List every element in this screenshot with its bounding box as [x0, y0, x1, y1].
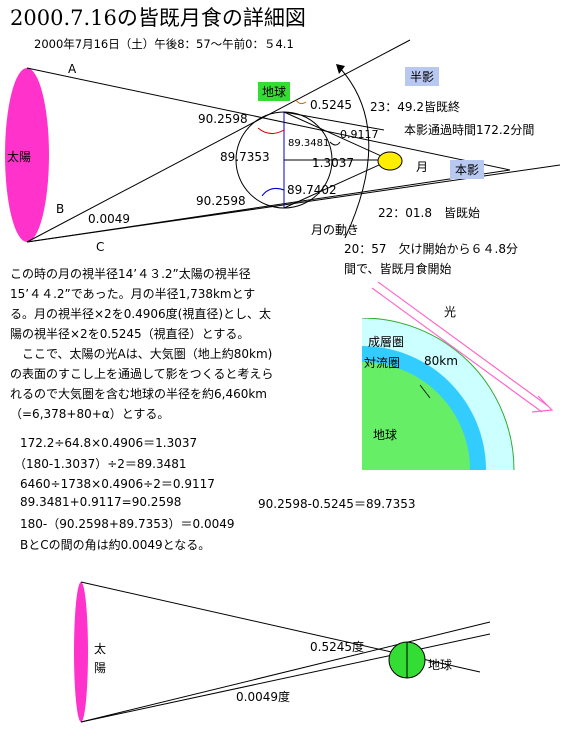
angle-1-3037: 1.3037	[312, 156, 354, 170]
partial-start-text: 20：57 欠け開始から６４.8分	[344, 242, 518, 256]
atm-earth-label: 地球	[373, 428, 398, 442]
calc-line-3: 6460÷1738×0.4906÷2＝0.9117	[20, 477, 215, 491]
troposphere-label: 対流圏	[364, 356, 401, 370]
angle-arc-3	[295, 99, 307, 105]
sun-shape	[5, 68, 49, 242]
angle-0-0049: 0.0049	[88, 212, 130, 226]
angle-89-7353: 89.7353	[220, 150, 270, 164]
sun-label: 太陽	[7, 150, 32, 164]
point-b-label: B	[56, 202, 65, 216]
explanation-line-4: 陽の視半径×2を0.5245（視直径）とする。	[10, 327, 250, 341]
angle-arc-4	[329, 141, 341, 146]
calc-line-1: 172.2÷64.8×0.4906＝1.3037	[20, 436, 198, 450]
height-marker	[419, 384, 431, 399]
stratosphere-label: 成層圏	[368, 335, 405, 349]
calc-line-2: （180-1.3037）÷2＝89.3481	[14, 457, 187, 471]
bottom-sun-shape	[74, 582, 88, 722]
explanation-line-2: 15’４４.2”であった。月の半径1,738kmとす	[10, 287, 256, 301]
explanation-line-5: ここで、太陽の光Aは、大気圏（地上約80km)	[10, 347, 273, 361]
calc-line-4: 89.3481+0.9117=90.2598	[20, 495, 182, 509]
totality-start-text: 22：01.8 皆既始	[378, 206, 480, 220]
partial-start-text-2: 間で、皆既月食開始	[344, 262, 452, 276]
atm-earth-shape	[362, 362, 470, 470]
calc-line-6: BとCの間の角は約0.0049となる。	[20, 538, 211, 552]
explanation-line-6: の表面のすこし上を通過して影をつくると考えら	[10, 367, 274, 381]
point-c-label: C	[96, 240, 105, 254]
light-arrow-line-2	[371, 287, 543, 413]
earth-line-1	[283, 111, 391, 161]
bottom-sun-label-1: 太	[94, 642, 107, 656]
penumbra-label: 半影	[405, 67, 440, 86]
explanation-line-7: れるので大気圏を含む地球の半径を約6,460km	[10, 387, 267, 401]
bottom-sun-label-2: 陽	[94, 661, 107, 675]
bottom-angle-top: 0.5245度	[310, 640, 364, 654]
explanation-line-3: る。月の視半径×2を0.4906度(視直径)とし、太	[10, 307, 272, 321]
moon-motion-arrowhead	[336, 64, 345, 74]
explanation-line-1: この時の月の視半径14’４３.2”太陽の視半径	[10, 267, 251, 281]
point-a-label: A	[68, 62, 77, 76]
ray-a	[26, 67, 511, 171]
page-title: 2000.7.16の皆既月食の詳細図	[10, 6, 306, 30]
explanation-line-8: （=6,378+80+α）とする。	[10, 407, 170, 421]
umbra-label: 本影	[450, 160, 485, 179]
light-arrowhead	[531, 395, 554, 413]
light-arrow-line-1	[377, 281, 549, 407]
calc-right: 90.2598-0.5245＝89.7353	[258, 497, 416, 511]
angle-arc-1	[257, 127, 285, 134]
moon-label: 月	[416, 160, 429, 174]
umbra-transit-text: 本影通過時間172.2分間	[404, 123, 535, 137]
light-label: 光	[444, 305, 457, 319]
moon-motion-arc	[339, 67, 370, 239]
bottom-ray-2	[80, 621, 491, 723]
angle-0-5245: 0.5245	[310, 98, 352, 112]
angle-0-9117: 0.9117	[340, 128, 379, 141]
angle-90-2598-top: 90.2598	[198, 112, 248, 126]
moon-shape	[377, 151, 403, 171]
calc-line-5: 180-（90.2598+89.7353）＝0.0049	[20, 517, 235, 531]
bottom-ray-3	[80, 633, 491, 723]
totality-end-text: 23：49.2皆既終	[370, 100, 460, 114]
angle-89-3481: 89.3481	[288, 138, 330, 149]
atmosphere-diagram	[362, 318, 518, 470]
angle-arc-2	[261, 188, 285, 197]
moon-motion-label: 月の動き	[311, 223, 360, 237]
angle-89-7402: 89.7402	[287, 183, 337, 197]
earth-line-2	[283, 159, 391, 209]
angle-90-2598-bottom: 90.2598	[196, 194, 246, 208]
page-subtitle: 2000年7月16日（土）午後8：57～午前0：５4.1	[34, 37, 294, 51]
height-label: 80km	[424, 354, 458, 368]
bottom-angle-bottom: 0.0049度	[236, 690, 290, 704]
bottom-earth-label: 地球	[428, 658, 453, 672]
earth-label: 地球	[258, 82, 291, 101]
ray-c	[26, 39, 411, 243]
